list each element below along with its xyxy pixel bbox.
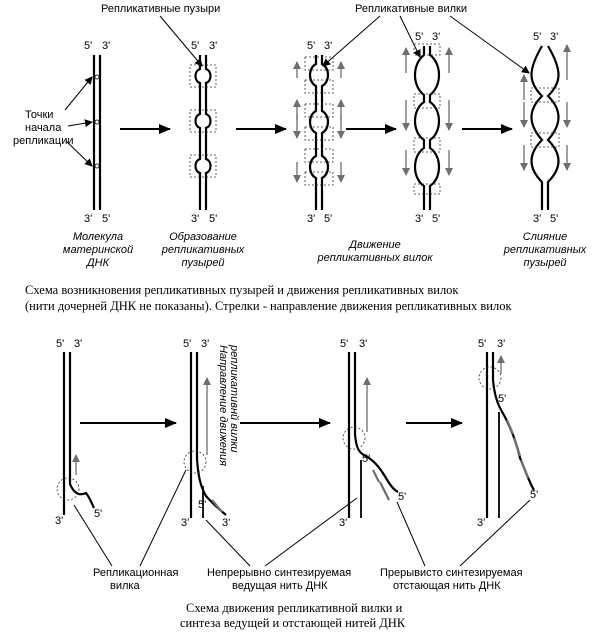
p4-5-top: 5' [478,338,486,350]
bottom-pointer-lines [73,469,531,567]
label-origins-1: Точки [25,109,53,121]
label-fork-1: Репликационная [93,567,178,579]
p2-3-top: 3' [201,338,209,350]
bottom-caption-line1: Схема движения репликативной вилки и [186,601,403,615]
cap1-l3: ДНК [85,257,110,269]
cap4-l1: Слияние [523,231,567,243]
direction-label-1: Направление движения [217,345,229,466]
label-leading-2: ведущая нить ДНК [232,580,328,592]
s2-3-bot: 3' [191,213,199,225]
label-lagging-2: отстающая нить ДНК [393,580,501,592]
p2-5-mid: 5' [198,499,206,511]
p3-5-top: 5' [340,338,348,350]
label-origins-3: репликации [13,135,74,147]
cap4-l3: пузырей [523,257,566,269]
s5-3-bot: 3' [533,213,541,225]
label-leading-1: Непрерывно синтезируемая [207,567,351,579]
origin-pointer-lines [64,76,93,167]
bottom-caption-line2: синтеза ведущей и отстающей нитей ДНК [180,616,406,630]
p4-3-top: 3' [497,338,505,350]
fork-panel-2: 5' 3' 3' 5' 3' Направление движения репл… [181,338,240,529]
p3-5-mid: 5' [362,453,370,465]
s4-3-top: 3' [432,31,440,43]
cap2-l3: пузырей [181,257,224,269]
s4-3-bot: 3' [415,213,423,225]
s2-5-top: 5' [191,40,199,52]
top-pointer-lines [159,15,530,74]
s2-5-bot: 5' [209,213,217,225]
s5-3-top: 3' [550,31,558,43]
p1-5-top: 5' [56,338,64,350]
top-caption-line2: (нити дочерней ДНК не показаны). Стрелки… [25,299,512,313]
s1-3-bot: 3' [84,213,92,225]
p4-5-mid: 5' [498,393,506,405]
cap1-l1: Молекула [73,231,123,243]
cap1-l2: материнской [63,244,133,256]
s3-5-bot: 5' [324,213,332,225]
s5-5-bot: 5' [550,213,558,225]
cap3-l2: репликативных вилок [316,252,433,264]
p1-5-bot: 5' [94,508,102,520]
cap2-l2: репликативных [161,244,245,256]
label-replicative-bubbles: Репликативные пузыри [101,3,220,15]
label-lagging-1: Прерывисто синтезируемая [380,567,523,579]
p4-3-bot: 3' [477,517,485,529]
fork-panel-1: 5' 3' 3' 5' [55,338,102,527]
fork-panel-4: 5' 3' 3' 5' 5' [477,338,538,529]
s1-3-top: 3' [102,40,110,52]
p1-3-top: 3' [74,338,82,350]
stage2-bubbles: 5' 3' 3' 5' [189,40,217,225]
s3-5-top: 5' [307,40,315,52]
direction-label-2: репликативнй вилки [228,344,240,453]
label-origins-2: начала [25,122,62,134]
cap4-l2: репликативных [503,244,587,256]
p4-5-bot-right: 5' [530,489,538,501]
stage4-large-bubbles: 5' 3' 3' 5' [402,31,453,225]
stage1-parent-dna: 5' 3' 3' 5' [84,40,110,225]
stage3-moving-forks: 5' 3' 3' 5' [293,40,345,225]
p2-5-top: 5' [183,338,191,350]
stage5-merging-bubbles: 5' 3' 3' 5' [520,31,571,225]
s5-5-top: 5' [533,31,541,43]
p2-3-bot: 3' [181,517,189,529]
p3-3-bot: 3' [339,517,347,529]
cap2-l1: Образование [169,231,237,243]
p3-3-top: 3' [359,338,367,350]
fork-panel-3: 5' 3' 3' 5' 5' [339,338,406,529]
label-fork-2: вилка [110,580,140,592]
s3-3-bot: 3' [307,213,315,225]
p2-3-bot-right: 3' [222,517,230,529]
s1-5-top: 5' [84,40,92,52]
s4-5-bot: 5' [432,213,440,225]
s2-3-top: 3' [209,40,217,52]
label-replicative-forks: Репликативные вилки [355,3,467,15]
cap3-l1: Движение [347,239,401,251]
s3-3-top: 3' [324,40,332,52]
s4-5-top: 5' [415,31,423,43]
s1-5-bot: 5' [102,213,110,225]
top-caption-line1: Схема возникновения репликативных пузыре… [25,283,459,297]
p1-3-bot: 3' [55,515,63,527]
p3-5-bot-right: 5' [398,491,406,503]
